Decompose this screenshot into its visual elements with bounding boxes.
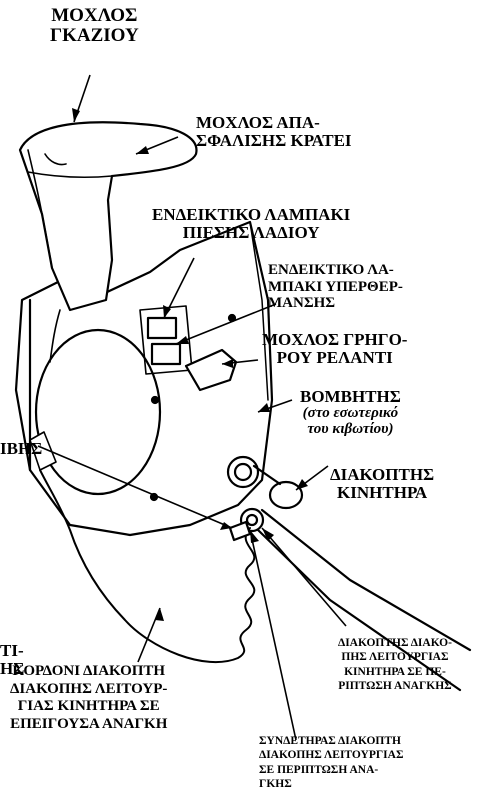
oil-pressure-lamp: [148, 318, 176, 338]
label-stop-cord: ΚΟΡΔΟΝΙ ΔΙΑΚΟΠΤΗ ΔΙΑΚΟΠΗΣ ΛΕΙΤΟΥΡ- ΓΙΑΣ …: [10, 663, 167, 734]
label-left-partial-top: ΙΒΗΣ: [0, 440, 42, 458]
engine-switch: [228, 457, 258, 487]
emergency-stop-clip: [230, 522, 250, 540]
label-emergency-stop-switch: ΔΙΑΚΟΠΤΗΣ ΔΙΑΚΟ- ΠΗΣ ΛΕΙΤΟΥΡΓΙΑΣ ΚΙΝΗΤΗΡ…: [338, 636, 452, 694]
label-buzzer: ΒΟΜΒΗΤΗΣ (στο εσωτερικό του κιβωτίου): [300, 388, 401, 437]
overheat-lamp: [152, 344, 180, 364]
label-lock-release-lever: ΜΟΧΛΟΣ ΑΠΑ- ΣΦΑΛΙΣΗΣ ΚΡΑΤΕΙ: [196, 114, 352, 150]
label-engine-switch: ΔΙΑΚΟΠΤΗΣ ΚΙΝΗΤΗΡΑ: [330, 466, 434, 502]
label-emergency-stop-clip: ΣΥΝΔΕΤΗΡΑΣ ΔΙΑΚΟΠΤΗ ΔΙΑΚΟΠΗΣ ΛΕΙΤΟΥΡΓΙΑΣ…: [259, 734, 403, 792]
lever-pivot: [36, 330, 160, 494]
label-overheat-lamp: ΕΝΔΕΙΚΤΙΚΟ ΛΑ- ΜΠΑΚΙ ΥΠΕΡΘΕΡ- ΜΑΝΣΗΣ: [268, 262, 403, 312]
label-oil-pressure-lamp: ΕΝΔΕΙΚΤΙΚΟ ΛΑΜΠΑΚΙ ΠΙΕΣΗΣ ΛΑΔΙΟΥ: [152, 206, 350, 242]
label-fast-idle-lever: ΜΟΧΛΟΣ ΓΡΗΓΟ- ΡΟΥ ΡΕΛΑΝΤΙ: [262, 331, 407, 367]
label-throttle-lever: ΜΟΧΛΟΣ ΓΚΑΖΙΟΥ: [50, 6, 139, 46]
